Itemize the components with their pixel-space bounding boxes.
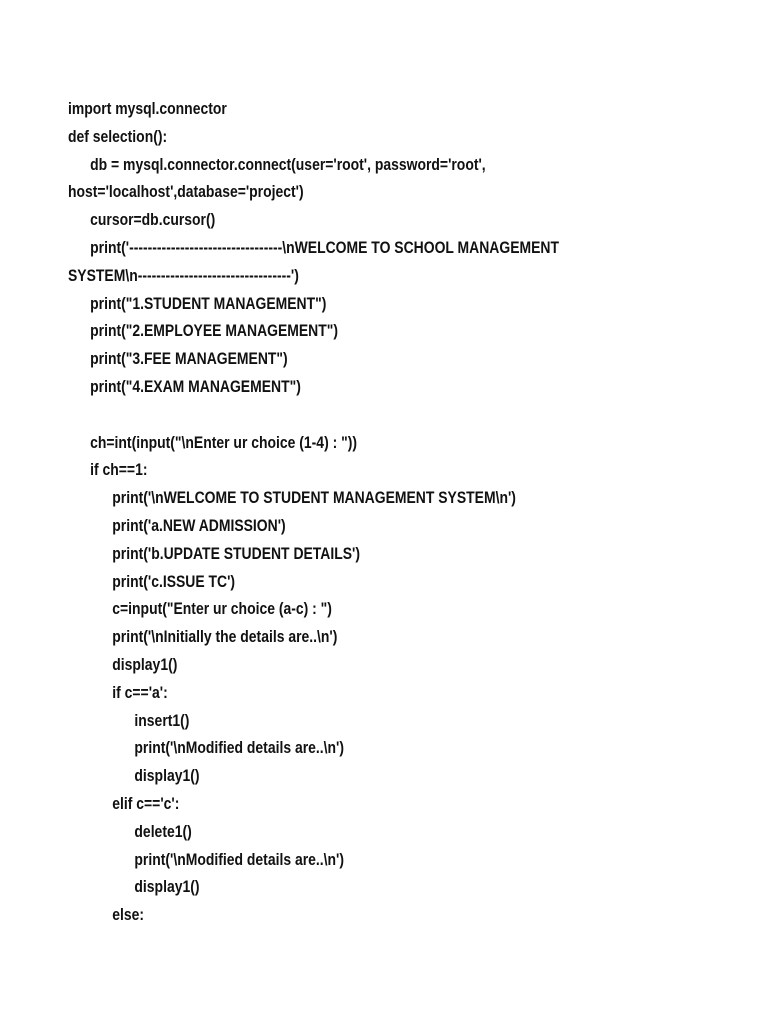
code-line: print("3.FEE MANAGEMENT") (90, 349, 288, 369)
code-line: if c=='a': (112, 682, 168, 702)
code-line: def selection(): (68, 126, 168, 146)
code-line: host='localhost',database='project') (68, 182, 304, 202)
code-line: cursor=db.cursor() (90, 210, 216, 230)
code-line: ch=int(input("\nEnter ur choice (1-4) : … (90, 432, 357, 452)
code-line: display1() (134, 877, 200, 897)
code-line: print('\nModified details are..\n') (134, 738, 344, 758)
code-line: SYSTEM\n--------------------------------… (68, 265, 299, 285)
code-line: elif c=='c': (112, 793, 180, 813)
code-line: if ch==1: (90, 460, 148, 480)
code-line: import mysql.connector (68, 99, 227, 118)
code-line: delete1() (134, 821, 192, 841)
code-line: db = mysql.connector.connect(user='root'… (90, 154, 486, 174)
code-listing: import mysql.connector def selection(): db… (68, 95, 593, 929)
code-line: print("4.EXAM MANAGEMENT") (90, 376, 301, 396)
blank-line (68, 401, 593, 429)
code-line: print('---------------------------------… (90, 237, 560, 257)
code-line: print('a.NEW ADMISSION') (112, 515, 286, 535)
code-line: insert1() (134, 710, 190, 730)
code-line: else: (112, 905, 145, 925)
code-line: display1() (112, 654, 178, 674)
code-line: c=input("Enter ur choice (a-c) : ") (112, 599, 332, 619)
code-line: print('\nModified details are..\n') (134, 849, 344, 869)
code-line: print("2.EMPLOYEE MANAGEMENT") (90, 321, 339, 341)
code-line: print('b.UPDATE STUDENT DETAILS') (112, 543, 361, 563)
code-line: print('c.ISSUE TC') (112, 571, 236, 591)
code-line: display1() (134, 766, 200, 786)
code-line: print('\nWELCOME TO STUDENT MANAGEMENT S… (112, 488, 516, 508)
code-line: print("1.STUDENT MANAGEMENT") (90, 293, 327, 313)
code-line: print('\nInitially the details are..\n') (112, 627, 338, 647)
